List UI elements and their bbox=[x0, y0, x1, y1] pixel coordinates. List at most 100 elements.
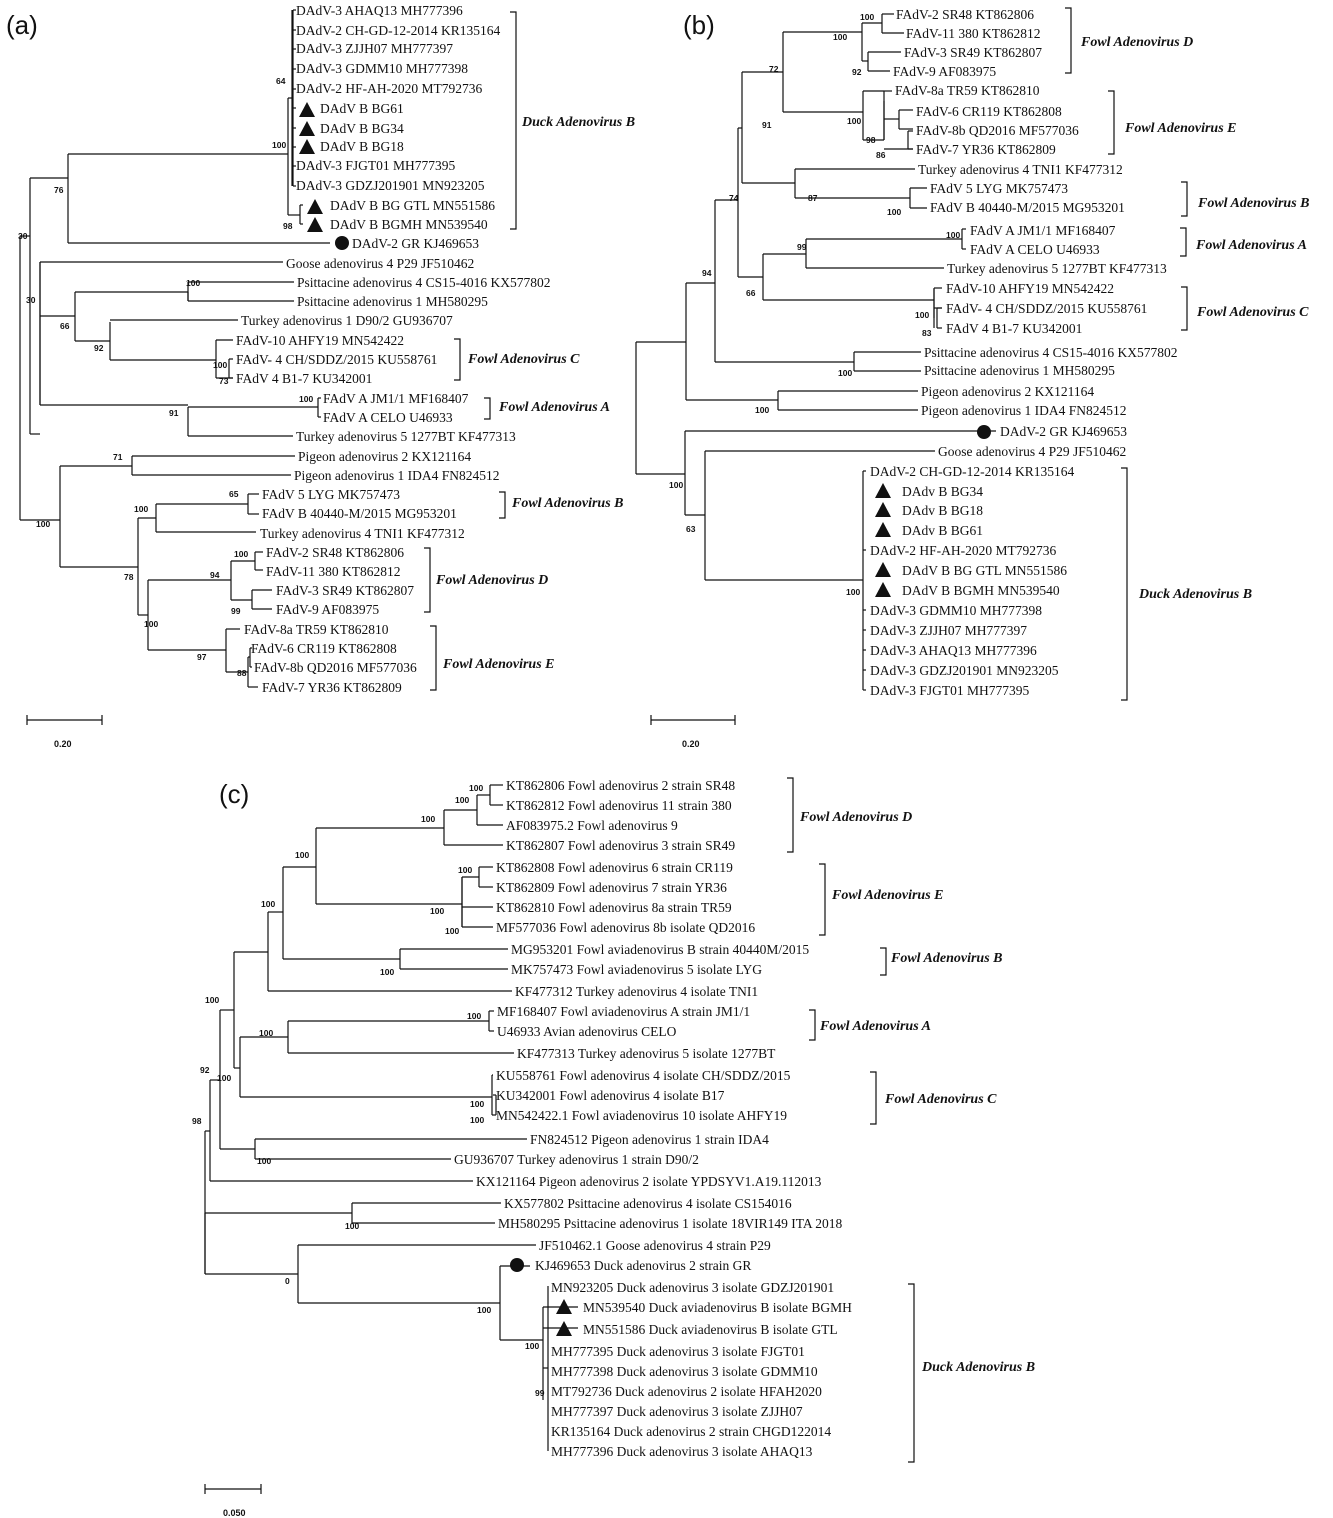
bootstrap-value: 100 bbox=[234, 549, 248, 559]
taxon-label: KT862812 Fowl adenovirus 11 strain 380 bbox=[506, 798, 732, 813]
bootstrap-value: 92 bbox=[94, 343, 104, 353]
bootstrap-value: 100 bbox=[257, 1156, 271, 1166]
taxon-label: MN551586 Duck aviadenovirus B isolate GT… bbox=[583, 1322, 838, 1337]
triangle-marker-icon bbox=[556, 1321, 572, 1336]
taxon-label: FAdV-8a TR59 KT862810 bbox=[244, 622, 389, 637]
triangle-marker-icon bbox=[307, 199, 323, 214]
branch bbox=[1180, 227, 1187, 257]
panel-a-groups: Duck Adenovirus B Fowl Adenovirus C Fowl… bbox=[435, 115, 635, 672]
bootstrap-value: 100 bbox=[421, 814, 435, 824]
bootstrap-value: 100 bbox=[755, 405, 769, 415]
bootstrap-value: 64 bbox=[276, 76, 286, 86]
bootstrap-value: 100 bbox=[846, 587, 860, 597]
bootstrap-value: 74 bbox=[729, 193, 739, 203]
taxon-label: DAdV-2 CH-GD-12-2014 KR135164 bbox=[870, 464, 1074, 479]
clade-label: Fowl Adenovirus C bbox=[467, 352, 580, 367]
tree-branches bbox=[19, 9, 996, 1451]
taxon-label: DAdV-3 ZJJH07 MH777397 bbox=[870, 623, 1027, 638]
taxon-label: KT862807 Fowl adenovirus 3 strain SR49 bbox=[506, 838, 735, 853]
taxon-label: DAdV-3 GDZJ201901 MN923205 bbox=[870, 663, 1059, 678]
clade-label: Fowl Adenovirus D bbox=[435, 573, 548, 588]
taxon-label: MK757473 Fowl aviadenovirus 5 isolate LY… bbox=[511, 962, 762, 977]
bootstrap-value: 63 bbox=[686, 524, 696, 534]
taxon-label: MH777397 Duck adenovirus 3 isolate ZJJH0… bbox=[551, 1404, 803, 1419]
taxon-label: FAdV-7 YR36 KT862809 bbox=[262, 680, 402, 695]
bootstrap-value: 72 bbox=[769, 64, 779, 74]
bootstrap-value: 100 bbox=[217, 1073, 231, 1083]
taxon-label: FAdV A CELO U46933 bbox=[323, 410, 453, 425]
bootstrap-value: 100 bbox=[525, 1341, 539, 1351]
taxon-label: DAdV-3 FJGT01 MH777395 bbox=[296, 158, 456, 173]
taxon-label: FAdV-9 AF083975 bbox=[893, 64, 996, 79]
clade-label: Fowl Adenovirus D bbox=[799, 810, 912, 825]
branch bbox=[454, 338, 461, 381]
taxon-label: Turkey adenovirus 5 1277BT KF477313 bbox=[947, 261, 1167, 276]
panel-b-taxa: FAdV-2 SR48 KT862806 FAdV-11 380 KT86281… bbox=[870, 7, 1177, 698]
panel-a-scale-label: 0.20 bbox=[54, 739, 72, 749]
bootstrap-value: 100 bbox=[833, 32, 847, 42]
taxon-label: FAdV A JM1/1 MF168407 bbox=[970, 223, 1116, 238]
taxon-label: DAdV-2 HF-AH-2020 MT792736 bbox=[296, 81, 483, 96]
taxon-label: MF168407 Fowl aviadenovirus A strain JM1… bbox=[497, 1004, 750, 1019]
clade-label: Duck Adenovirus B bbox=[921, 1360, 1035, 1375]
taxon-label: Goose adenovirus 4 P29 JF510462 bbox=[938, 444, 1126, 459]
branch bbox=[908, 1283, 915, 1463]
bootstrap-value: 87 bbox=[808, 193, 818, 203]
taxon-label: MH580295 Psittacine adenovirus 1 isolate… bbox=[498, 1216, 843, 1231]
taxon-label: DAdV-3 FJGT01 MH777395 bbox=[870, 683, 1030, 698]
taxon-label: DAdV B BG61 bbox=[320, 101, 404, 116]
taxon-markers bbox=[299, 102, 991, 1336]
branch bbox=[880, 947, 887, 976]
taxon-label: MT792736 Duck adenovirus 2 isolate HFAH2… bbox=[551, 1384, 822, 1399]
bootstrap-value: 100 bbox=[887, 207, 901, 217]
clade-label: Fowl Adenovirus E bbox=[1124, 121, 1237, 136]
triangle-marker-icon bbox=[875, 483, 891, 498]
panel-b-scale-bar: 0.20 bbox=[650, 715, 736, 749]
taxon-label: FAdV-3 SR49 KT862807 bbox=[904, 45, 1042, 60]
taxon-label: FAdV 4 B1-7 KU342001 bbox=[236, 371, 372, 386]
bootstrap-value: 100 bbox=[467, 1011, 481, 1021]
branch bbox=[430, 625, 437, 691]
taxon-label: DAdV B BGMH MN539540 bbox=[902, 583, 1060, 598]
branch bbox=[510, 11, 517, 230]
clade-label: Fowl Adenovirus C bbox=[1196, 305, 1309, 320]
bootstrap-value: 100 bbox=[430, 906, 444, 916]
panel-b-scale-label: 0.20 bbox=[682, 739, 700, 749]
circle-marker-icon bbox=[510, 1258, 524, 1272]
bootstrap-value: 100 bbox=[261, 899, 275, 909]
taxon-label: FAdV-8b QD2016 MF577036 bbox=[254, 660, 417, 675]
branch bbox=[819, 863, 826, 936]
taxon-label: FAdV A CELO U46933 bbox=[970, 242, 1100, 257]
bootstrap-value: 65 bbox=[229, 489, 239, 499]
panel-a-scale-bar: 0.20 bbox=[26, 715, 103, 749]
branch bbox=[484, 397, 491, 420]
taxon-label: FAdV-10 AHFY19 MN542422 bbox=[236, 333, 404, 348]
bootstrap-value: 98 bbox=[192, 1116, 202, 1126]
taxon-label: Turkey adenovirus 5 1277BT KF477313 bbox=[296, 429, 516, 444]
bootstrap-value: 100 bbox=[144, 619, 158, 629]
taxon-label: FAdV-8a TR59 KT862810 bbox=[895, 83, 1040, 98]
panel-b-bootstraps: 100 100 92 72 100 98 86 91 87 100 74 100… bbox=[669, 12, 960, 597]
bootstrap-value: 92 bbox=[200, 1065, 210, 1075]
taxon-label: Pigeon adenovirus 2 KX121164 bbox=[298, 449, 471, 464]
branch bbox=[499, 491, 506, 519]
taxon-label: MH777398 Duck adenovirus 3 isolate GDMM1… bbox=[551, 1364, 818, 1379]
taxon-label: Pigeon adenovirus 2 KX121164 bbox=[921, 384, 1094, 399]
clade-label: Fowl Adenovirus E bbox=[831, 888, 944, 903]
branch bbox=[809, 1009, 816, 1041]
taxon-label: MN539540 Duck aviadenovirus B isolate BG… bbox=[583, 1300, 852, 1315]
bootstrap-value: 100 bbox=[295, 850, 309, 860]
bootstrap-value: 99 bbox=[535, 1388, 545, 1398]
bootstrap-value: 100 bbox=[860, 12, 874, 22]
branch bbox=[424, 547, 431, 613]
taxon-label: DAdv B BG34 bbox=[902, 484, 983, 499]
taxon-label: FAdV-9 AF083975 bbox=[276, 602, 379, 617]
taxon-label: AF083975.2 Fowl adenovirus 9 bbox=[506, 818, 678, 833]
taxon-label: FAdV 5 LYG MK757473 bbox=[930, 181, 1068, 196]
taxon-label: KU342001 Fowl adenovirus 4 isolate B17 bbox=[496, 1088, 725, 1103]
taxon-label: U46933 Avian adenovirus CELO bbox=[497, 1024, 677, 1039]
branch bbox=[1181, 181, 1188, 217]
taxon-label: Turkey adenovirus 4 TNI1 KF477312 bbox=[918, 162, 1123, 177]
taxon-label: DAdV-3 GDMM10 MH777398 bbox=[296, 61, 468, 76]
panel-c-scale-bar: 0.050 bbox=[204, 1484, 262, 1518]
